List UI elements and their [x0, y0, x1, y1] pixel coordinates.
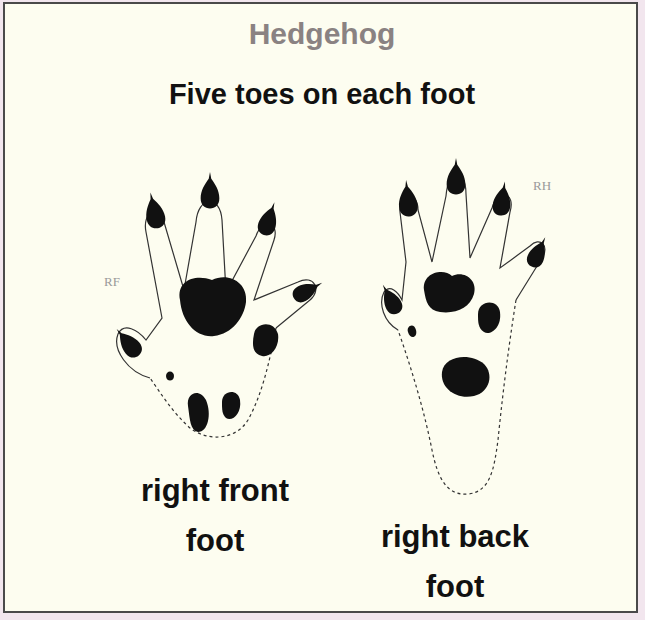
palm-pad	[408, 326, 417, 338]
toe-pad	[201, 172, 220, 209]
toe-pad	[141, 190, 167, 230]
toe-pad	[524, 234, 553, 270]
palm-pad	[188, 393, 209, 432]
foot-code: RF	[97, 274, 127, 290]
toe-pad	[447, 158, 466, 195]
toe-pad	[376, 281, 406, 317]
foot-caption: right front foot	[113, 466, 318, 566]
toe-pad	[397, 179, 419, 217]
subtitle: Five toes on each foot	[92, 76, 552, 112]
palm-pad	[222, 392, 240, 419]
toe-pad	[491, 180, 513, 217]
palm-pad	[442, 357, 490, 397]
foot-caption: right back foot	[353, 512, 558, 612]
palm-pad	[478, 302, 500, 333]
foot-outline	[117, 201, 316, 378]
palm-pad	[424, 272, 475, 312]
diagram-title: Hedgehog	[172, 16, 472, 52]
toe-pad	[290, 276, 326, 306]
palm-pad	[179, 277, 246, 336]
foot-code: RH	[527, 178, 557, 194]
palm-pad	[253, 324, 278, 356]
foot-outline	[382, 175, 545, 330]
foot-outline-dashed	[398, 300, 516, 494]
toe-pad	[110, 323, 146, 361]
palm-pad	[166, 372, 174, 381]
toe-pad	[255, 199, 282, 237]
